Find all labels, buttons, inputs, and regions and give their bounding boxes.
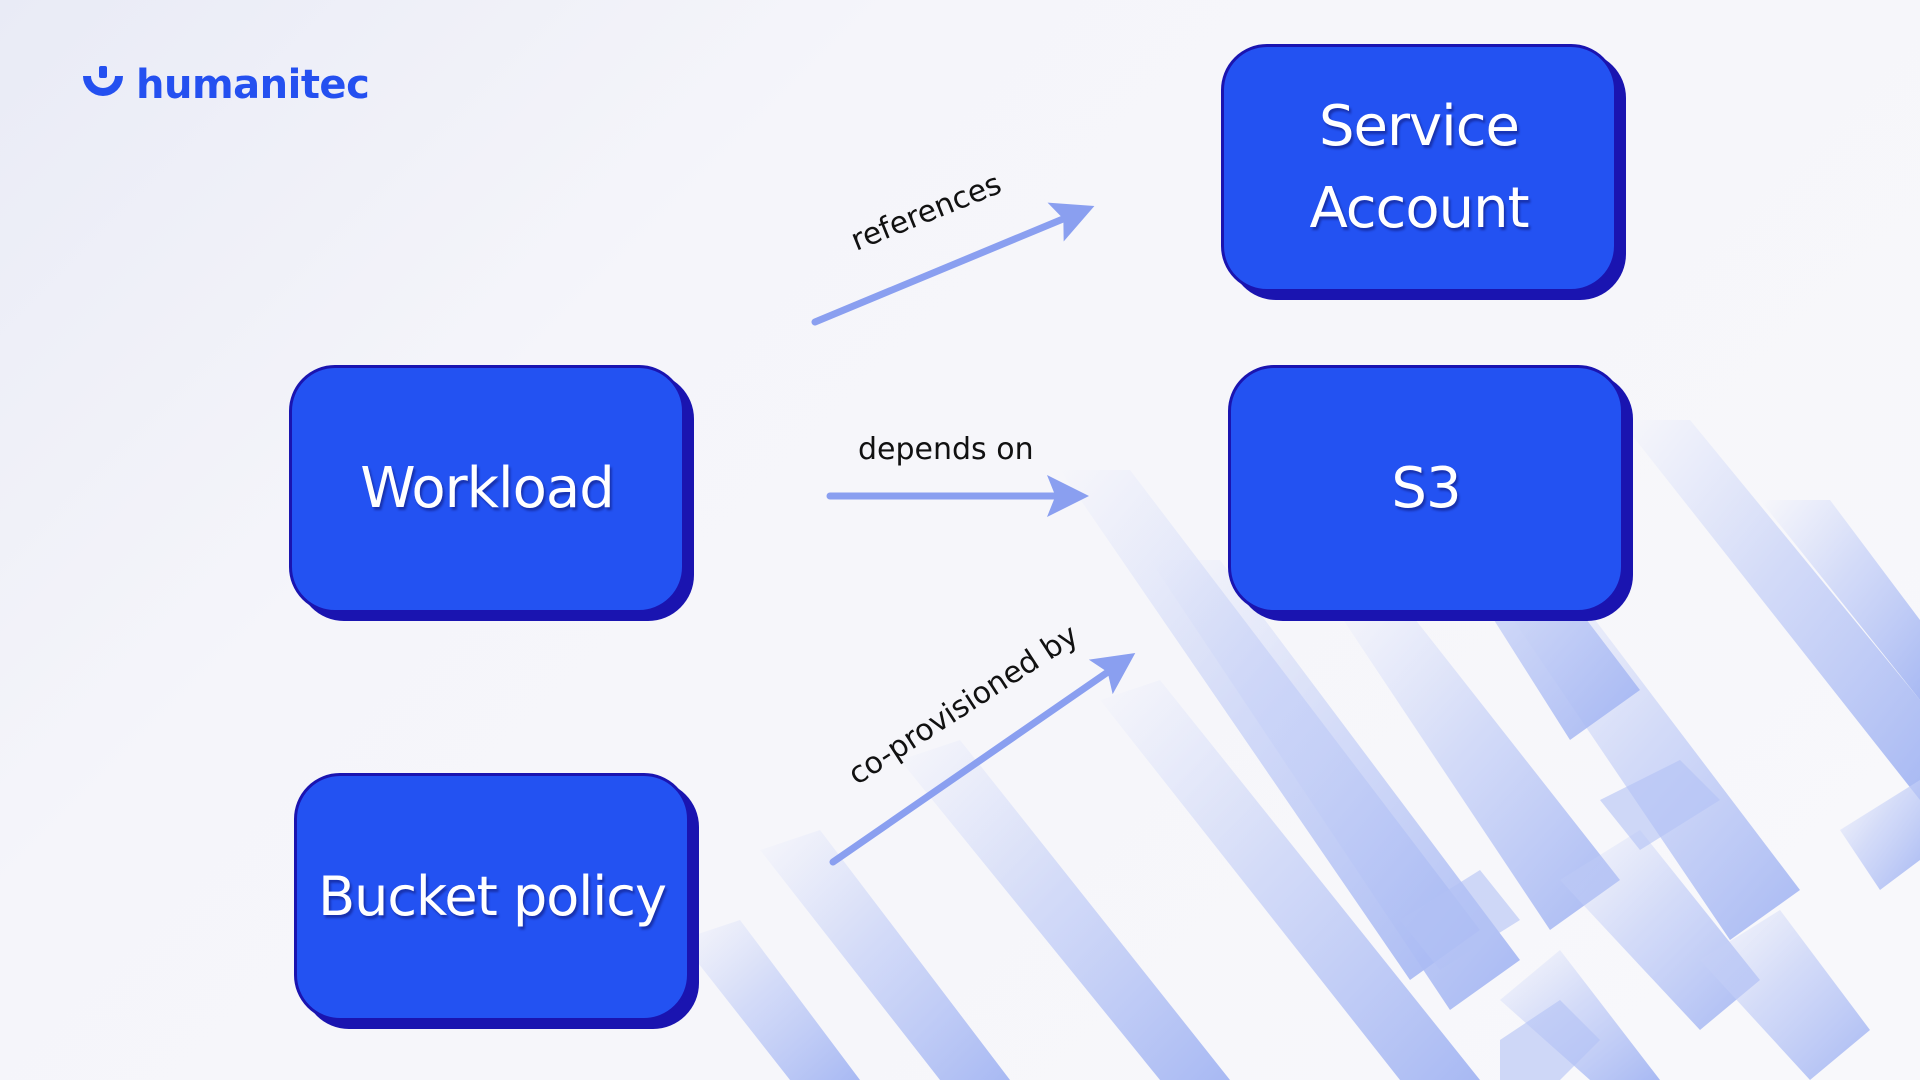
brand-logo: humanitec [80,62,370,108]
arrow-co-provisioned-by [829,653,1136,866]
node-s3-label: S3 [1391,456,1461,521]
node-workload-label: Workload [360,456,614,521]
arrow-references [811,202,1095,326]
node-service-account-label-line1: Service [1319,94,1520,159]
edge-label-depends-on: depends on [858,432,1034,467]
node-bucket-policy: Bucket policy [294,773,690,1021]
humanitec-logo-icon [83,66,123,96]
node-bucket-policy-label: Bucket policy [318,865,667,928]
brand-name: humanitec [136,62,370,108]
node-workload: Workload [289,365,685,613]
node-service-account-label-line2: Account [1309,176,1529,241]
node-s3: S3 [1228,365,1624,613]
node-service-account: Service Account [1221,44,1617,292]
